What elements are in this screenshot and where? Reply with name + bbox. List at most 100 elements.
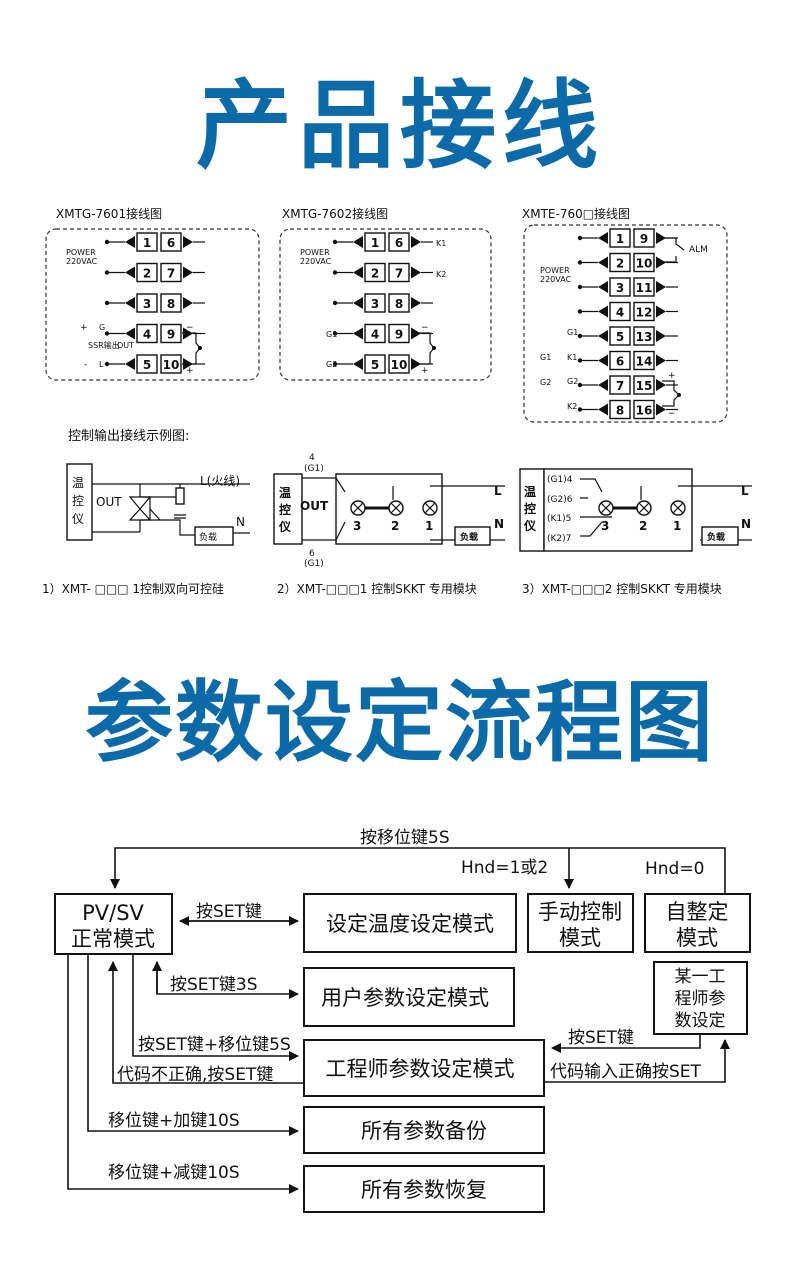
flow-settemp: 设定温度设定模式 — [326, 912, 494, 936]
e3-p4: (K2)7 — [547, 534, 571, 544]
e1-ctrl-box — [66, 463, 93, 541]
e2-n1: 1 — [425, 519, 433, 533]
flow-lbl-set3s: 按SET键3S — [170, 975, 258, 995]
flow-lbl-shift5s: 按移位键5S — [360, 828, 450, 848]
flow-arrow-right — [544, 1039, 730, 1083]
d3-terminal-number: 13 — [636, 330, 653, 344]
d1-terminal-number: 6 — [167, 236, 175, 250]
d3-terminal-number: 15 — [636, 379, 653, 393]
flow-restore: 所有参数恢复 — [361, 1178, 487, 1202]
d2-terminal-number: 7 — [395, 267, 403, 281]
d2-g2: G2 — [326, 360, 337, 369]
d3-left-g1: G1 — [540, 353, 551, 362]
e1-triac — [128, 496, 161, 521]
flow-box-backup — [303, 1106, 545, 1154]
e2-terminals — [350, 500, 438, 516]
flow-backup: 所有参数备份 — [361, 1119, 487, 1143]
e1-ctrl-3: 仪 — [72, 512, 84, 526]
d1-terminal-number: 9 — [167, 328, 175, 342]
d3-k2: K2 — [567, 402, 577, 411]
d1-title: XMTG-7601接线图 — [56, 206, 162, 221]
d1-out: OUT — [117, 341, 134, 350]
e3-gate-wires — [580, 478, 612, 537]
flow-lbl-wrong: 代码不正确,按SET键 — [117, 1065, 273, 1085]
d3-frame — [523, 224, 728, 423]
d1-frame — [45, 228, 260, 381]
flow-lbl-set2: 按SET键 — [568, 1028, 634, 1048]
e1-out: OUT — [96, 495, 122, 509]
d3-alm: ALM — [689, 245, 708, 255]
e1-ctrl-2: 控 — [72, 494, 84, 508]
d3-left-g2: G2 — [540, 378, 551, 387]
flow-box-self — [644, 893, 751, 953]
d3-terminal-number: 8 — [616, 404, 624, 418]
flow-box-restore — [303, 1165, 545, 1213]
flow-user: 用户参数设定模式 — [321, 986, 489, 1010]
d1-terminal-number: 3 — [143, 297, 151, 311]
e2-load: 负载 — [460, 531, 478, 543]
wiring-title: 产品接线 — [196, 70, 604, 182]
d2-vac: 220VAC — [300, 257, 332, 266]
flow-lbl-sub: 移位键+减键10S — [108, 1163, 240, 1183]
d2-power: POWER — [300, 248, 330, 257]
d2-terminal-number: 4 — [371, 328, 379, 342]
e3-n3: 3 — [601, 519, 609, 533]
d1-plus: + — [80, 323, 88, 333]
d1-terminal-number: 8 — [167, 297, 175, 311]
e1-snubber — [140, 484, 195, 536]
flow-arrow-wrong — [108, 961, 304, 1084]
flow-engset-1: 某一工 — [675, 967, 726, 987]
flow-arrow-eng — [132, 954, 299, 1061]
d2-terminal-number: 3 — [371, 297, 379, 311]
d1-terminal-number: 10 — [163, 358, 180, 372]
flow-normal: 正常模式 — [71, 927, 155, 951]
flow-loop-line — [110, 847, 726, 893]
e2-mains — [392, 485, 505, 541]
d1-terminal-number: 2 — [143, 267, 151, 281]
flow-self-1: 自整定 — [666, 900, 729, 924]
d3-g1: G1 — [567, 328, 578, 337]
d3-terminal-number: 7 — [616, 379, 624, 393]
d3-terminal-number: 3 — [616, 281, 624, 295]
e2-botg: (G1) — [304, 559, 324, 569]
e3-caption: 3）XMT-□□□2 控制SKKT 专用模块 — [522, 581, 722, 596]
d3-terminal-number: 16 — [636, 404, 653, 418]
flow-box-normal — [54, 893, 173, 955]
e2-out: OUT — [300, 499, 329, 513]
e2-load-box — [454, 526, 491, 546]
d2-terminal-number: 5 — [371, 358, 379, 372]
d3-vac: 220VAC — [540, 275, 572, 284]
e3-n: N — [741, 517, 751, 531]
flow-title: 参数设定流程图 — [84, 671, 715, 774]
e2-ctrl-2: 控 — [279, 502, 291, 517]
d3-title: XMTE-760□接线图 — [522, 206, 630, 221]
d1-ssr: SSR输出 — [88, 340, 120, 350]
d3-power: POWER — [540, 266, 570, 275]
flow-manual-1: 手动控制 — [538, 900, 622, 924]
flow-lbl-add: 移位键+加键10S — [108, 1111, 240, 1131]
d1-terminal-number: 7 — [167, 267, 175, 281]
d2-k2: K2 — [436, 270, 446, 279]
e3-n2: 2 — [639, 519, 647, 533]
d2-terminal-number: 8 — [395, 297, 403, 311]
flow-self-2: 模式 — [676, 926, 718, 950]
e3-module — [543, 468, 693, 552]
d2-terminal-number: 1 — [371, 236, 379, 250]
d3-terminal-number: 6 — [616, 355, 624, 369]
flow-engset-2: 程师参 — [675, 989, 726, 1009]
e2-l: L — [494, 484, 502, 498]
d2-terminal-number: 9 — [395, 328, 403, 342]
e1-caption: 1）XMT- □□□ 1控制双向可控硅 — [42, 581, 224, 596]
